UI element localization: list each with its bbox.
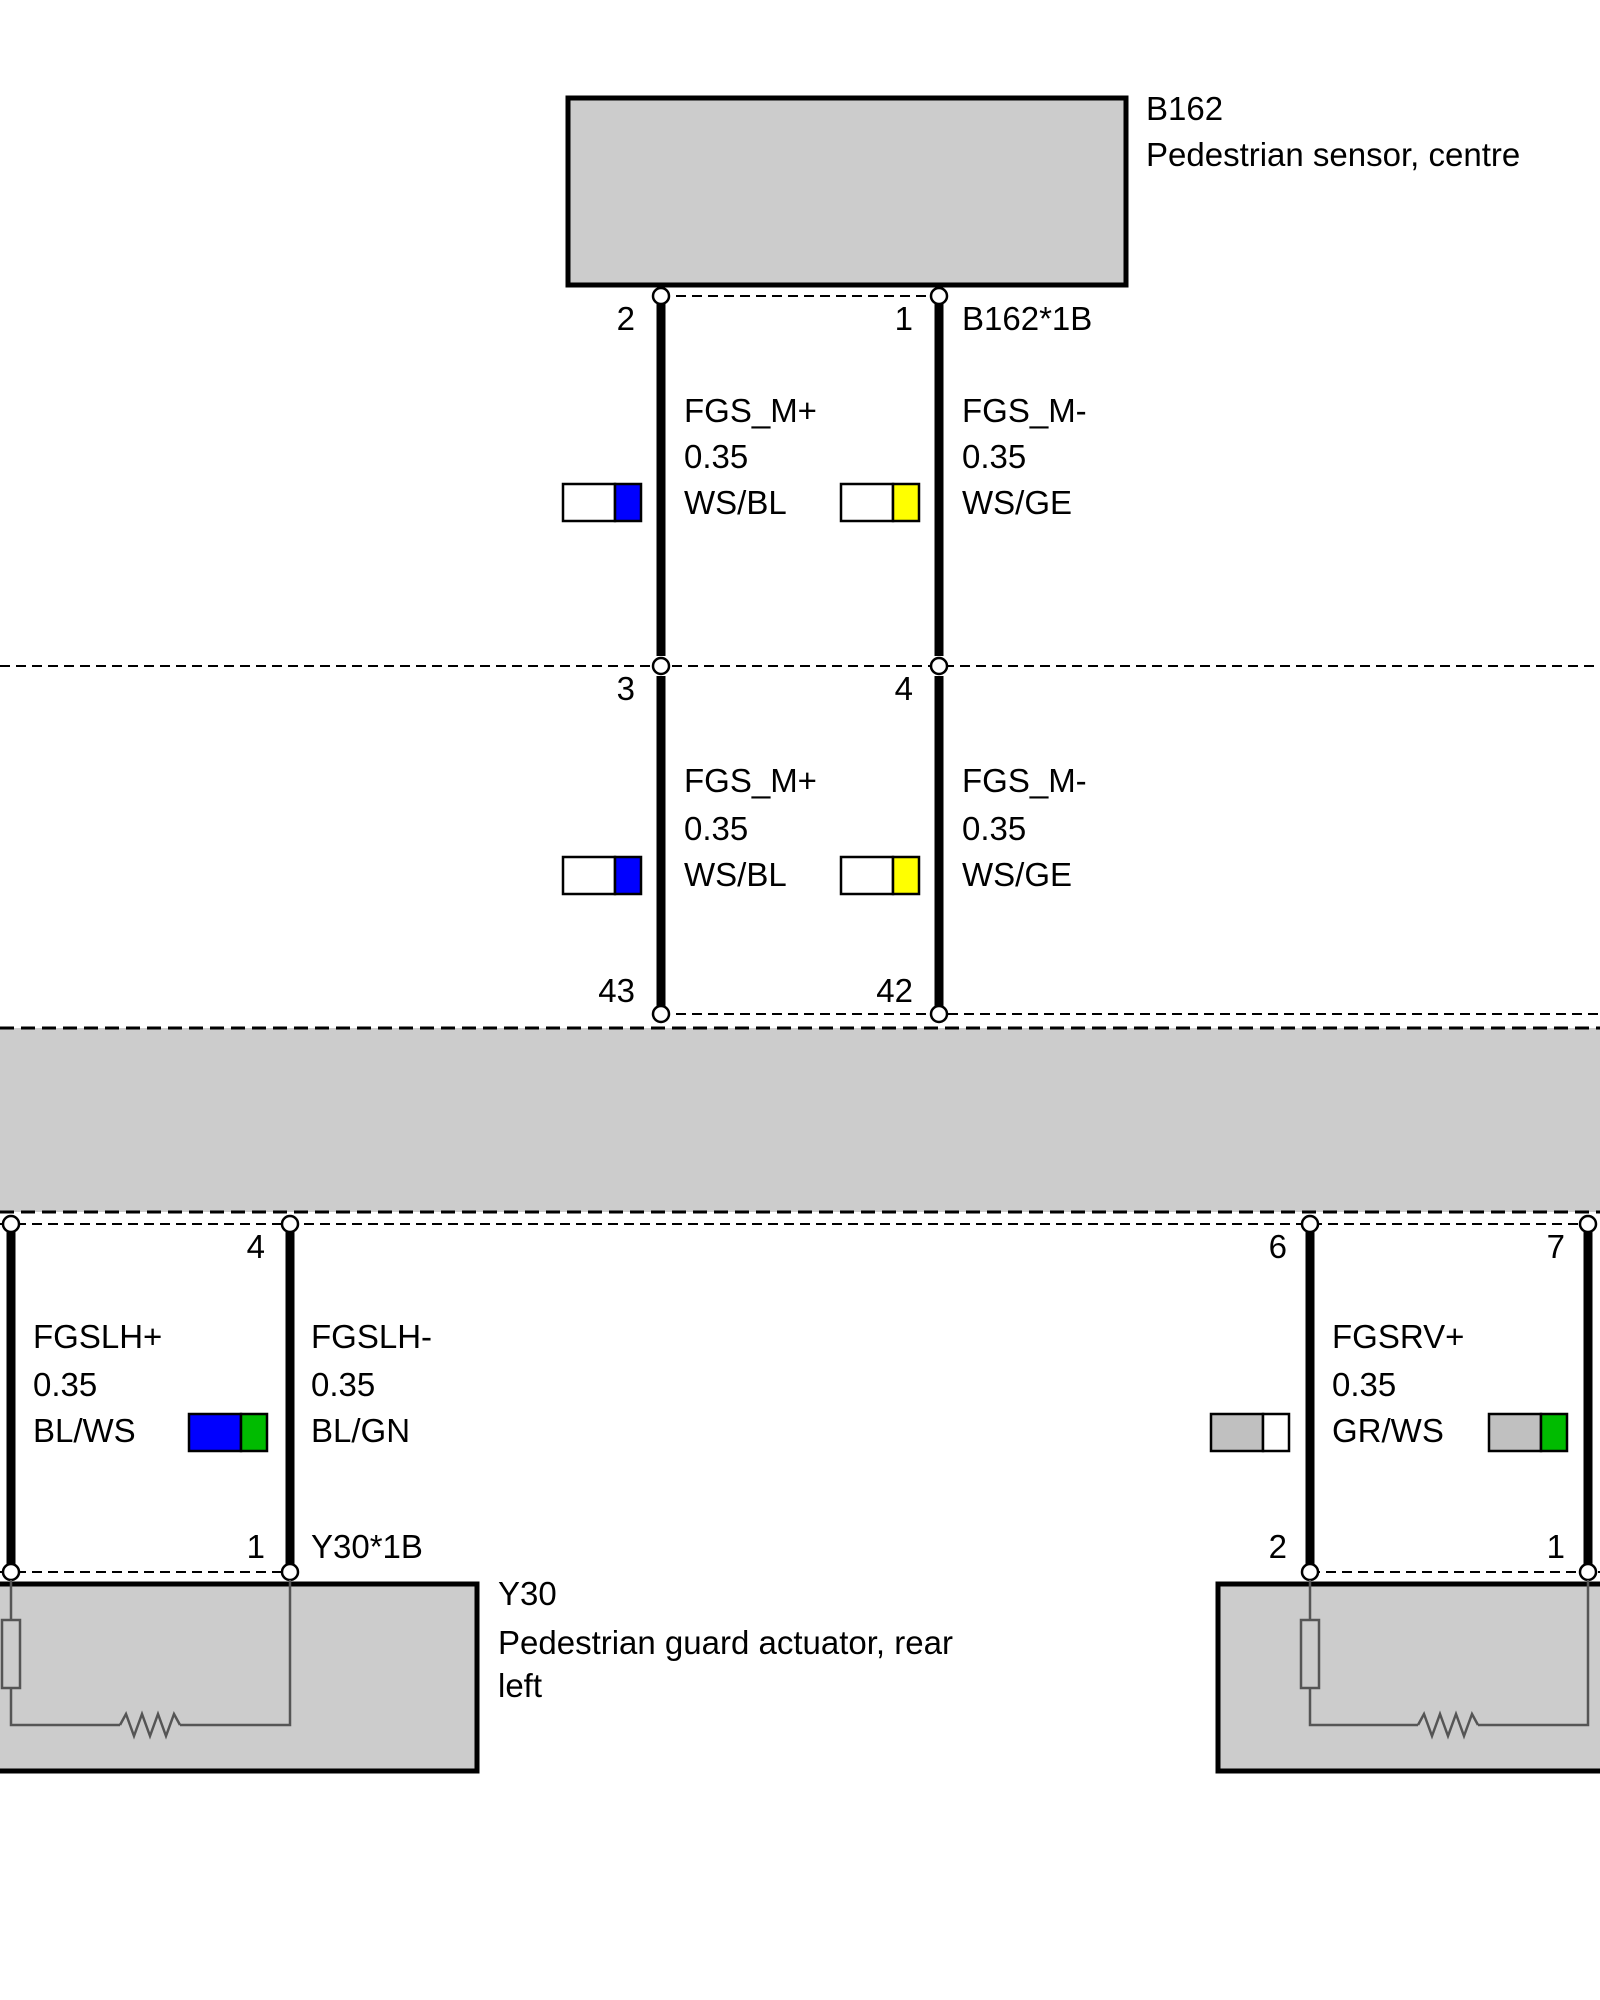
pin-ctrl-42: 42 — [876, 972, 913, 1009]
wire-bot-right-a-color: GR/WS — [1332, 1412, 1444, 1449]
wire-top-left-name: FGS_M+ — [684, 392, 817, 429]
swatch-right-half — [613, 482, 643, 523]
pin-b162-1: 1 — [895, 300, 913, 337]
y30-desc-line1: Pedestrian guard actuator, rear — [498, 1624, 953, 1661]
pin-marker-ctrl-43 — [651, 1004, 671, 1024]
right-act-resistor-zigzag — [1416, 1710, 1480, 1740]
wire-mid-left-name: FGS_M+ — [684, 762, 817, 799]
swatch-left-half — [1487, 1412, 1543, 1453]
pin-marker-right-act-1 — [1578, 1562, 1598, 1582]
pin-marker-ctrl-3 — [1, 1214, 21, 1234]
swatch-right-half — [613, 855, 643, 896]
y30-connector-label: Y30*1B — [311, 1528, 423, 1565]
wire-bot-left-b-size: 0.35 — [311, 1366, 375, 1403]
wire-bot-left-b-name: FGSLH- — [311, 1318, 432, 1355]
pin-mid-3: 3 — [617, 670, 635, 707]
y30-internal-wire-right — [180, 1580, 292, 1727]
wire-bot-left-a-size: 0.35 — [33, 1366, 97, 1403]
pin-right-act-1: 1 — [1547, 1528, 1565, 1565]
wire-top-left-size: 0.35 — [684, 438, 748, 475]
y30-desc-line2: left — [498, 1667, 542, 1704]
pin-ctrl-7: 7 — [1547, 1228, 1565, 1265]
swatch-right-half — [1539, 1412, 1569, 1453]
pin-marker-right-act-2 — [1300, 1562, 1320, 1582]
swatch-right-half — [891, 855, 921, 896]
wire-bot-right-a-name: FGSRV+ — [1332, 1318, 1464, 1355]
pin-marker-y30-1 — [280, 1562, 300, 1582]
b162-component-box[interactable] — [565, 95, 1129, 288]
swatch-left-half — [1209, 1412, 1265, 1453]
wire-top-left-color: WS/BL — [684, 484, 787, 521]
swatch-left-half — [839, 482, 895, 523]
pin-b162-2: 2 — [617, 300, 635, 337]
swatch-right-half — [891, 482, 921, 523]
pin-marker-y30-2 — [1, 1562, 21, 1582]
color-swatch-ws-bl-top — [561, 482, 643, 523]
swatch-left-half — [561, 855, 617, 896]
pin-marker-ctrl-42 — [929, 1004, 949, 1024]
wire-top-right-size: 0.35 — [962, 438, 1026, 475]
wire-top-right-color: WS/GE — [962, 484, 1072, 521]
color-swatch-ws-ge-top — [839, 482, 921, 523]
pin-ctrl-43: 43 — [598, 972, 635, 1009]
right-act-internal-wire-right — [1478, 1580, 1590, 1727]
swatch-left-half — [561, 482, 617, 523]
color-swatch-gr-gn — [1487, 1412, 1569, 1453]
right-actuator-component-box[interactable] — [1215, 1581, 1600, 1774]
wire-top-right-name: FGS_M- — [962, 392, 1087, 429]
pin-ctrl-4: 4 — [247, 1228, 265, 1265]
wire-mid-right-size: 0.35 — [962, 810, 1026, 847]
swatch-right-half — [239, 1412, 269, 1453]
y30-resistor-zigzag — [118, 1710, 182, 1740]
y30-id-label: Y30 — [498, 1575, 557, 1612]
pin-ctrl-6: 6 — [1269, 1228, 1287, 1265]
y30-internal-circuit — [0, 1580, 292, 1740]
y30-component-box[interactable] — [0, 1581, 480, 1774]
swatch-left-half — [839, 855, 895, 896]
pin-marker-mid-4 — [929, 656, 949, 676]
color-swatch-bl-gn — [187, 1412, 269, 1453]
swatch-left-half — [187, 1412, 243, 1453]
wire-mid-left-color: WS/BL — [684, 856, 787, 893]
wire-bot-left-a-name: FGSLH+ — [33, 1318, 162, 1355]
pin-marker-ctrl-7 — [1578, 1214, 1598, 1234]
right-act-internal-return — [1308, 1688, 1418, 1727]
pin-mid-4: 4 — [895, 670, 913, 707]
wire-bot-left-a-color: BL/WS — [33, 1412, 136, 1449]
color-swatch-ws-ge-mid — [839, 855, 921, 896]
color-swatch-ws-bl-mid — [561, 855, 643, 896]
pin-y30-1: 1 — [247, 1528, 265, 1565]
b162-desc-label: Pedestrian sensor, centre — [1146, 136, 1520, 173]
pin-marker-mid-3 — [651, 656, 671, 676]
wire-mid-left-size: 0.35 — [684, 810, 748, 847]
right-actuator-internal-circuit — [1299, 1580, 1590, 1740]
y30-internal-return — [9, 1688, 120, 1727]
wire-bot-left-b-color: BL/GN — [311, 1412, 410, 1449]
pin-marker-b162-2 — [651, 286, 671, 306]
pin-marker-b162-1 — [929, 286, 949, 306]
pin-marker-ctrl-6 — [1300, 1214, 1320, 1234]
wire-mid-right-color: WS/GE — [962, 856, 1072, 893]
b162-id-label: B162 — [1146, 90, 1223, 127]
wire-mid-right-name: FGS_M- — [962, 762, 1087, 799]
b162-connector-label: B162*1B — [962, 300, 1092, 337]
control-unit-box[interactable] — [0, 1028, 1600, 1212]
pin-marker-ctrl-4 — [280, 1214, 300, 1234]
color-swatch-gr-ws — [1209, 1412, 1291, 1453]
wire-bot-right-a-size: 0.35 — [1332, 1366, 1396, 1403]
pin-right-act-2: 2 — [1269, 1528, 1287, 1565]
swatch-right-half — [1261, 1412, 1291, 1453]
